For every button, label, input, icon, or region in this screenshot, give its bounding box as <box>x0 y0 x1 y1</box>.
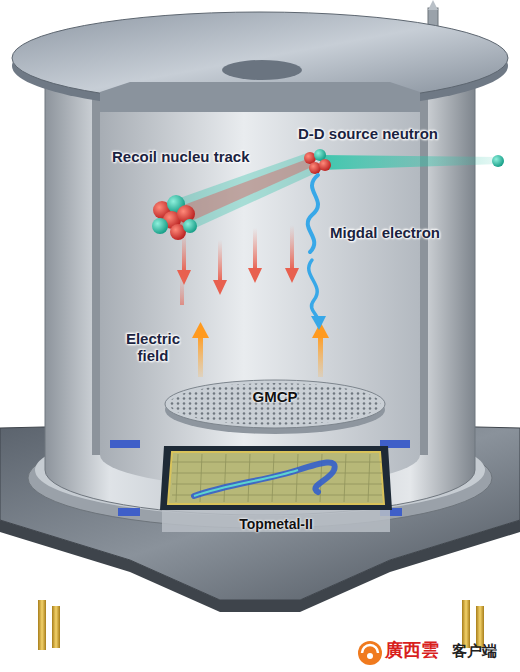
electron-label: Migdal electron <box>330 224 470 241</box>
node-label: Topmetal-II <box>158 516 394 532</box>
chip-board: Topmetal-II <box>158 440 394 538</box>
track-label: Recoil nucleu track <box>112 148 292 165</box>
watermark-text: 廣西雲 <box>385 640 455 661</box>
node-label: GMCP <box>163 388 387 405</box>
field-label: Electric field <box>118 330 188 365</box>
watermark-text: 客户端 <box>452 643 518 660</box>
gmcp-disk-shape <box>163 376 387 436</box>
neutron-label: D-D source neutron <box>298 125 468 142</box>
gmcp-disk: GMCP <box>163 376 387 436</box>
